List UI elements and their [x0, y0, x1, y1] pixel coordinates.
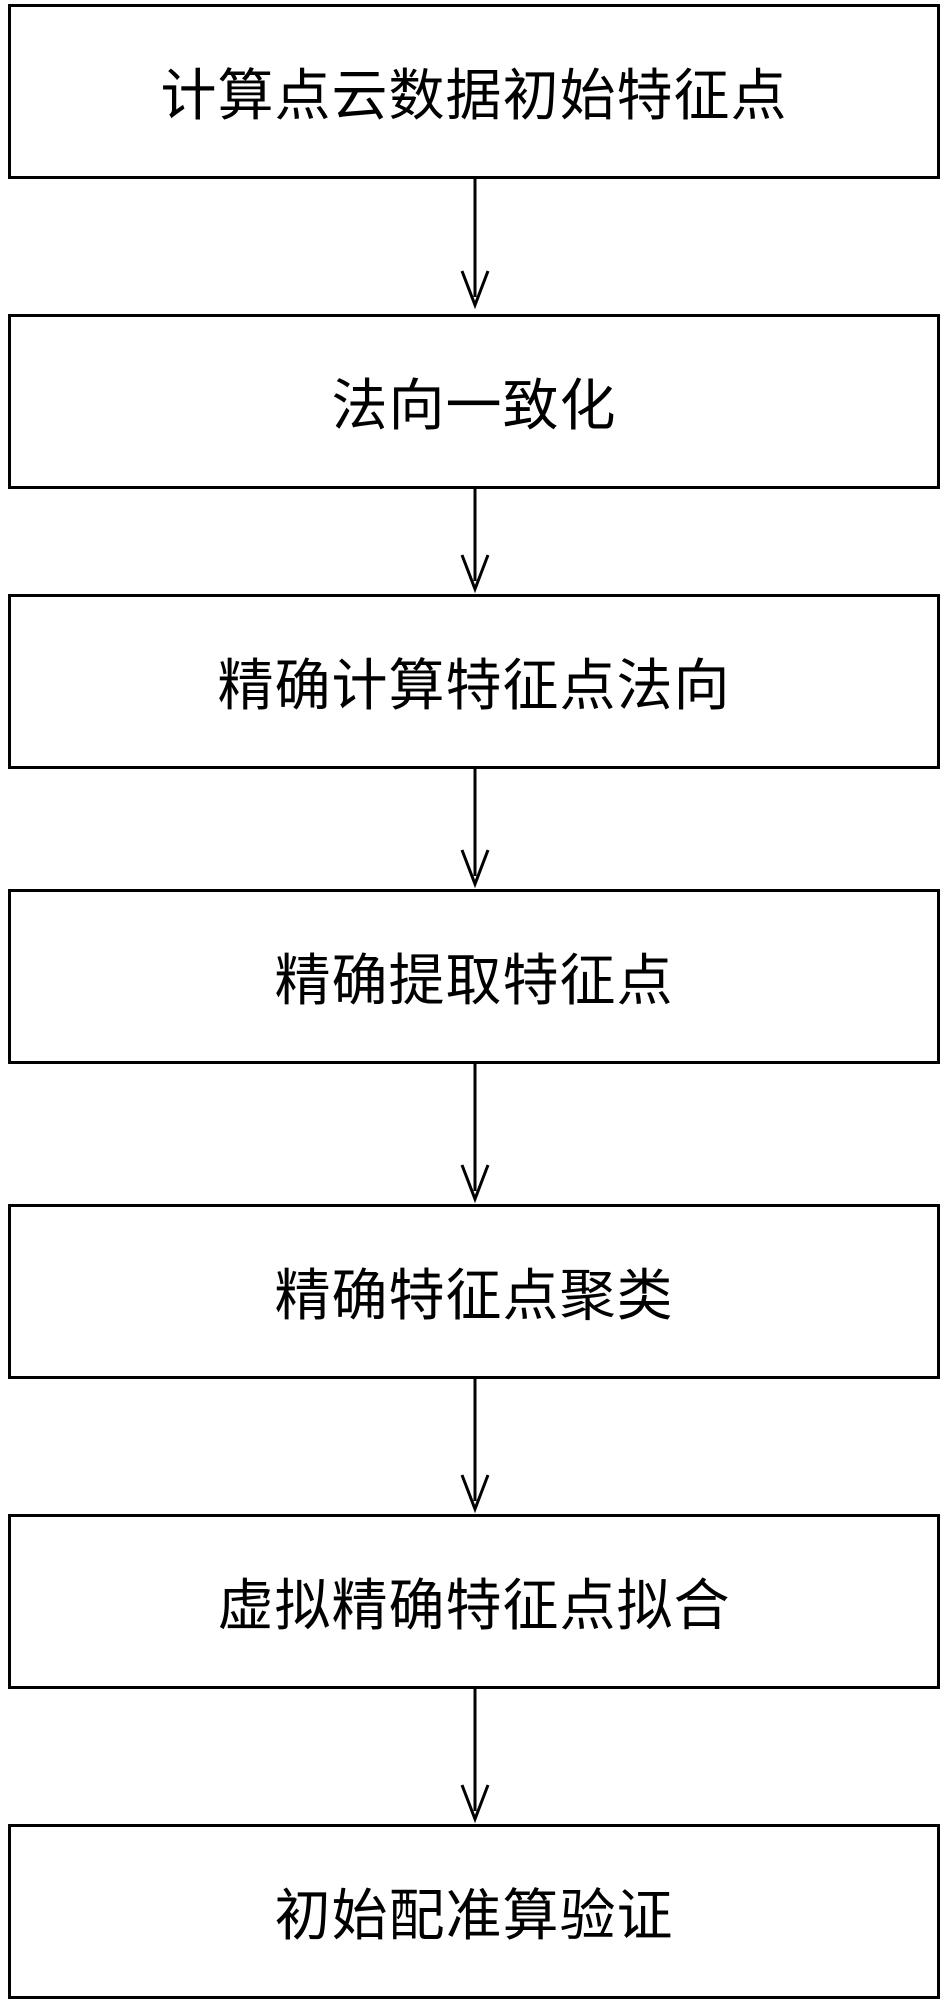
step-4-label: 精确提取特征点: [274, 949, 674, 1014]
step-7-box: 初始配准算验证: [8, 1824, 940, 1999]
step-7-label: 初始配准算验证: [274, 1884, 674, 1949]
arrow-5-to-6: [458, 1379, 492, 1514]
step-1-label: 计算点云数据初始特征点: [160, 64, 788, 129]
step-4-box: 精确提取特征点: [8, 889, 940, 1064]
step-2-label: 法向一致化: [331, 374, 617, 439]
step-6-box: 虚拟精确特征点拟合: [8, 1514, 940, 1689]
arrow-2-to-3: [458, 489, 492, 594]
step-6-label: 虚拟精确特征点拟合: [217, 1574, 731, 1639]
arrow-3-to-4: [458, 769, 492, 889]
step-2-box: 法向一致化: [8, 314, 940, 489]
arrow-4-to-5: [458, 1064, 492, 1204]
arrow-6-to-7: [458, 1689, 492, 1824]
step-5-label: 精确特征点聚类: [274, 1264, 674, 1329]
step-3-label: 精确计算特征点法向: [217, 654, 731, 719]
step-1-box: 计算点云数据初始特征点: [8, 4, 940, 179]
step-5-box: 精确特征点聚类: [8, 1204, 940, 1379]
arrow-1-to-2: [458, 179, 492, 310]
step-3-box: 精确计算特征点法向: [8, 594, 940, 769]
